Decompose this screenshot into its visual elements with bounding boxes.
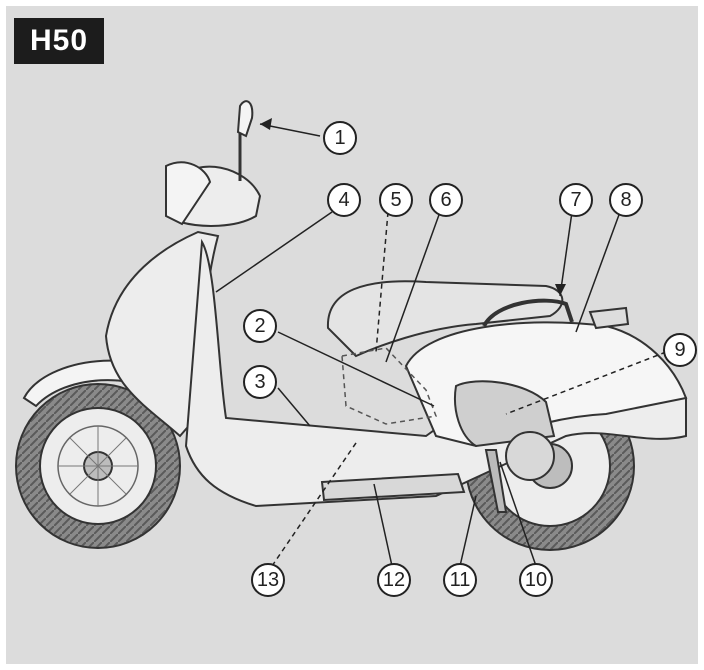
leader-arrowhead-7 [555, 284, 566, 296]
callout-1: 1 [323, 121, 357, 155]
callout-13: 13 [251, 563, 285, 597]
callout-11-label: 11 [450, 569, 471, 591]
callout-7: 7 [559, 183, 593, 217]
engine-cover [505, 431, 555, 481]
callout-12: 12 [377, 563, 411, 597]
grab-rail [482, 298, 574, 328]
callout-4: 4 [327, 183, 361, 217]
callout-4-label: 4 [338, 189, 349, 211]
handlebar-cover [165, 161, 212, 226]
callout-13-label: 13 [257, 569, 279, 591]
callout-9-label: 9 [674, 339, 685, 361]
scooter-illustration: 1 2 3 4 5 6 7 8 [15, 100, 697, 597]
callout-8-label: 8 [620, 189, 631, 211]
callout-3: 3 [243, 365, 277, 399]
callout-7-label: 7 [570, 189, 581, 211]
callout-5-label: 5 [390, 189, 401, 211]
tail-light [588, 306, 630, 330]
callout-2: 2 [243, 309, 277, 343]
callout-2-label: 2 [254, 315, 265, 337]
side-stand [484, 449, 508, 513]
callout-6: 6 [429, 183, 463, 217]
front-wheel [15, 383, 181, 549]
exhaust-pipe [320, 472, 466, 502]
callout-8: 8 [609, 183, 643, 217]
callout-10-label: 10 [525, 569, 547, 591]
callout-11: 11 [443, 563, 477, 597]
leader-arrowhead-1 [260, 118, 272, 130]
callout-3-label: 3 [254, 371, 265, 393]
diagram-figure: H50 [6, 6, 698, 664]
engine [454, 380, 556, 448]
callout-12-label: 12 [383, 569, 405, 591]
callout-6-label: 6 [440, 189, 451, 211]
under-seat-compartment [341, 347, 438, 425]
callout-5: 5 [379, 183, 413, 217]
mirror [236, 100, 254, 138]
figure-code-badge: H50 [14, 18, 104, 64]
callout-9: 9 [663, 333, 697, 367]
leader-lines [215, 123, 667, 567]
callout-10: 10 [519, 563, 553, 597]
callout-1-label: 1 [334, 127, 345, 149]
